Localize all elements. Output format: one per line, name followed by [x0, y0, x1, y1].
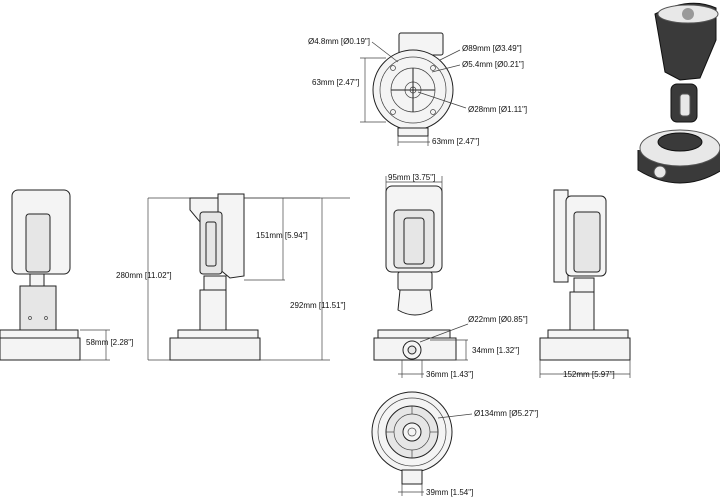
side-view-angled	[147, 193, 350, 361]
product-photo	[637, 2, 720, 184]
dim-mount-diameter: Ø89mm [Ø3.49"]	[462, 44, 522, 53]
dim-height-58: 58mm [2.28"]	[86, 338, 133, 347]
dim-width-36: 36mm [1.43"]	[426, 370, 473, 379]
front-view	[373, 176, 469, 378]
dim-height-280: 280mm [11.02"]	[116, 271, 172, 280]
dim-height-292: 292mm [11.51"]	[290, 301, 346, 310]
side-view-left	[0, 189, 110, 361]
dim-hole-diameter: Ø5.4mm [Ø0.21"]	[462, 60, 524, 69]
dim-width-39: 39mm [1.54"]	[426, 488, 473, 497]
dim-cable-diameter: Ø22mm [Ø0.85"]	[468, 315, 528, 324]
dim-lens-diameter: Ø134mm [Ø5.27"]	[474, 409, 538, 418]
side-view-right	[539, 189, 631, 378]
dim-screw-diameter: Ø4.8mm [Ø0.19"]	[308, 37, 370, 46]
dim-width-95: 95mm [3.75"]	[388, 173, 435, 182]
dim-height-34: 34mm [1.32"]	[472, 346, 519, 355]
dim-center-diameter: Ø28mm [Ø1.11"]	[468, 105, 527, 114]
base-top-view	[360, 32, 467, 146]
dim-height-151: 151mm [5.94"]	[256, 231, 308, 240]
dim-width-152: 152mm [5.97"]	[563, 370, 615, 379]
dim-width-63: 63mm [2.47"]	[432, 137, 479, 146]
lens-front-view	[371, 391, 473, 496]
dim-height-63: 63mm [2.47"]	[312, 78, 359, 87]
